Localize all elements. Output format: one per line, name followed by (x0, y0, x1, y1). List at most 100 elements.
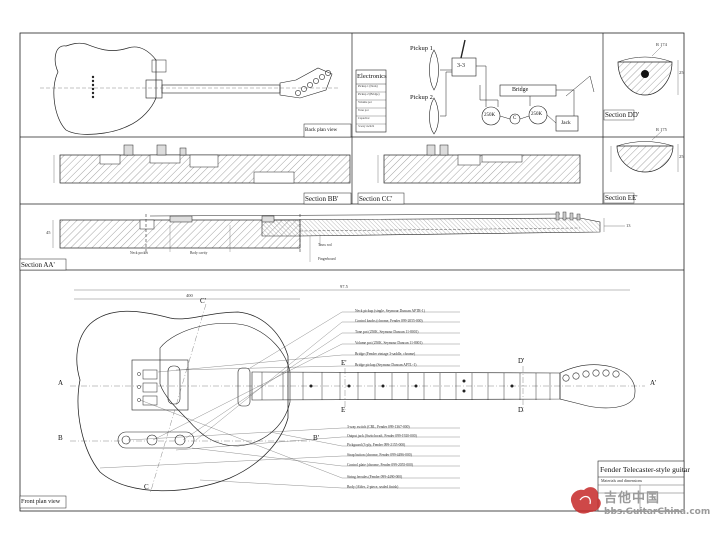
title-block (597, 460, 685, 512)
aa-title-box (19, 258, 67, 271)
pickup2-label: Pickup 2 (410, 94, 433, 101)
front-callout: Volume pot (250K, Seymour Duncan 11-8001… (355, 341, 423, 345)
aa-pickup-cavity (139, 219, 155, 230)
electronics-heading: Electronics (357, 73, 387, 80)
watermark-url: bbs.GuitarChina.com (604, 507, 711, 517)
front-callout: Strap button (chrome, Fender 099-4496-00… (347, 453, 412, 457)
wiring (476, 65, 487, 107)
front-callout: Pickguard (3-ply, Fender 099-2155-000) (347, 443, 406, 447)
front-callout: Neck pickup (single, Seymour Duncan APTR… (355, 309, 425, 313)
table-row: Capacitor (358, 116, 370, 120)
ee-leader (651, 130, 663, 141)
table-row: 3-way switch (358, 124, 375, 128)
front-callout: 3-way switch (CRL, Fender 099-1367-000) (347, 425, 410, 429)
dim-dd-radius: R 174 (656, 42, 667, 47)
cc-knob (426, 144, 436, 156)
wiring (546, 114, 557, 124)
dim-aa-right: 13 (626, 223, 631, 228)
front-knob-tone (174, 434, 186, 446)
section-bb-title: Section BB' (305, 195, 339, 203)
dim-body: 400 (186, 293, 193, 298)
front-bridge-pickup (167, 365, 181, 405)
front-neck-pickup (237, 367, 251, 407)
front-knob-volume (146, 434, 158, 446)
dim-dd-height: 25 (679, 70, 684, 75)
front-callout: Body (Alder, 2-piece, sealed finish) (347, 485, 399, 489)
dd-profile (617, 61, 673, 96)
front-bridge-plate (131, 359, 189, 411)
back-neck (161, 84, 281, 94)
cc-neck-pocket (457, 154, 481, 166)
dd-radius-arc (617, 56, 673, 63)
front-pickguard (159, 322, 291, 447)
aa-note: Truss rod (318, 243, 332, 247)
wiring (479, 85, 499, 107)
electronics-view (355, 39, 595, 135)
front-body-outline (76, 310, 289, 492)
bridge-symbol (499, 84, 557, 97)
marker-a2: A' (650, 379, 657, 387)
cc-knob (439, 144, 449, 156)
section-aa-view (19, 211, 625, 271)
section-dd-view (603, 45, 679, 121)
dd-title-box (603, 109, 635, 121)
bb-jack-cavity (253, 171, 295, 184)
ee-title-box (603, 192, 635, 204)
bb-knob (156, 144, 167, 156)
aa-neck (261, 217, 601, 237)
bb-control-cavity (189, 154, 219, 168)
aa-body (59, 219, 301, 249)
dd-truss-rod (641, 70, 649, 78)
section-dd-title: Section DD' (605, 111, 640, 119)
front-plan-view (19, 289, 645, 509)
bb-bridge-cavity (149, 154, 181, 164)
aa-note: Fingerboard (318, 257, 336, 261)
dd-leader (651, 45, 663, 57)
aa-neck-pickup (261, 215, 275, 223)
marker-d2: D' (518, 357, 525, 365)
back-body-outline (53, 42, 157, 135)
cap-label: C (513, 116, 517, 121)
dim-overall: 97.5 (340, 284, 348, 289)
bb-pickup-cavity (99, 154, 121, 165)
marker-e: E (341, 406, 346, 414)
marker-a: A (58, 379, 64, 387)
wiring (440, 71, 452, 117)
switch-lever (460, 39, 466, 59)
marker-c2: C' (200, 297, 206, 305)
front-headstock (559, 364, 636, 409)
marker-b: B (58, 434, 63, 442)
front-callout: Control knobs (chrome, Fender 099-2055-0… (355, 319, 423, 323)
table-row: Volume pot (358, 100, 372, 104)
section-bb-view (53, 144, 352, 205)
sheet-subtitle: Materials and dimensions (601, 478, 643, 483)
front-callout: Output jack (Switchcraft, Fender 099-192… (347, 434, 417, 438)
back-cavity (151, 59, 167, 73)
sheet-title: Fender Telecaster-style guitar (600, 465, 690, 474)
front-callout: String ferrules (Fender 099-4490-000) (347, 475, 403, 479)
front-section-line-c (149, 303, 207, 495)
front-saddles (142, 369, 158, 406)
watermark-brand: 吉他中国 (604, 491, 661, 506)
dim-ee-height: 25 (679, 154, 684, 159)
pot-a-label: 250K (484, 113, 496, 118)
back-neck-plate (145, 79, 163, 99)
front-control-plate (117, 431, 195, 449)
front-title-box (19, 495, 67, 509)
marker-d: D (518, 406, 524, 414)
wiring (519, 115, 530, 120)
dim-ee-radius: R 175 (656, 127, 667, 132)
pickup1-label: Pickup 1 (410, 45, 433, 52)
aa-bridge (169, 215, 193, 223)
front-callout: Tone pot (250K, Seymour Duncan 11-8001) (355, 330, 419, 334)
marker-e2: E' (341, 359, 347, 367)
back-plan-view-title: Back plan view (305, 127, 338, 133)
front-tuners (562, 369, 620, 382)
front-frets (261, 372, 551, 400)
front-callout: Bridge (Fender vintage 3-saddle, chrome) (355, 352, 416, 356)
section-ee-title: Section EE' (605, 194, 638, 202)
aa-truss-rod (299, 227, 581, 232)
ground-wire (565, 75, 595, 97)
wiring (556, 89, 575, 116)
section-aa-title: Section AA' (21, 261, 55, 269)
